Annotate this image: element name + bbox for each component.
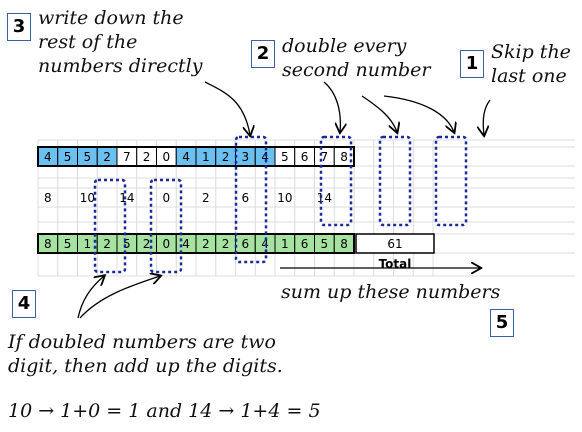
- step-3-text: write down the rest of the numbers direc…: [38, 6, 202, 78]
- arrow-step-3: [204, 81, 250, 135]
- digit-sum-example: 10 → 1+0 = 1 and 14 → 1+4 = 5: [8, 400, 321, 422]
- middle-row-value: 14: [317, 191, 332, 205]
- top-row-value: 5: [281, 150, 289, 164]
- middle-row-value: 14: [119, 191, 134, 205]
- top-row-value: 5: [84, 150, 92, 164]
- dotted-highlight: [434, 135, 468, 227]
- dotted-highlight: [319, 135, 353, 227]
- step-4-line: digit, then add up the digits.: [8, 355, 283, 377]
- step-2-text: double every second number: [282, 34, 431, 82]
- middle-row-value: 8: [44, 191, 52, 205]
- top-row-value: 4: [44, 150, 52, 164]
- top-row-value: 6: [301, 150, 309, 164]
- top-row-value: 3: [242, 150, 250, 164]
- bottom-row-value: 4: [182, 237, 190, 251]
- bottom-row-value: 2: [202, 237, 210, 251]
- step-1-text: Skip the last one: [491, 40, 571, 88]
- top-row-value: 7: [321, 150, 329, 164]
- bottom-row-value: 8: [44, 237, 52, 251]
- bottom-row-value: 8: [340, 237, 348, 251]
- middle-row-value: 10: [277, 191, 292, 205]
- top-row-outline: [37, 146, 355, 167]
- step-3-line: write down the: [38, 7, 184, 29]
- bottom-row-value: 2: [103, 237, 111, 251]
- total-box: [355, 233, 435, 254]
- bottom-row-value: 2: [222, 237, 230, 251]
- arrow-step-4a: [77, 276, 104, 319]
- arrow-step-2a: [323, 81, 340, 132]
- step-2-line: second number: [282, 59, 431, 81]
- bottom-row-value: 2: [143, 237, 151, 251]
- dotted-highlight: [378, 135, 412, 227]
- bottom-row-value: 1: [281, 237, 289, 251]
- top-row-value: 1: [202, 150, 210, 164]
- top-row-value: 7: [123, 150, 131, 164]
- arrow-step-4b: [79, 276, 160, 319]
- bottom-row-outline: [37, 233, 355, 254]
- step-4-text: If doubled numbers are two digit, then a…: [8, 330, 283, 378]
- middle-row-value: 10: [80, 191, 95, 205]
- dotted-highlight: [149, 178, 183, 274]
- top-row-value: 2: [143, 150, 151, 164]
- step-2-line: double every: [282, 35, 407, 57]
- total-value: 61: [387, 237, 402, 251]
- step-3-line: rest of the: [38, 31, 138, 53]
- arrow-step-2b: [361, 95, 397, 132]
- middle-row-value: 0: [163, 191, 171, 205]
- dotted-highlight: [93, 178, 127, 274]
- step-3-line: numbers directly: [38, 55, 203, 77]
- step-4-line: If doubled numbers are two: [8, 331, 276, 353]
- bottom-row-value: 5: [123, 237, 131, 251]
- top-row-value: 8: [340, 150, 348, 164]
- step-5-text: sum up these numbers: [281, 281, 501, 303]
- bottom-row-value: 5: [321, 237, 329, 251]
- arrow-step-2c: [383, 95, 454, 132]
- bottom-row-value: 5: [64, 237, 72, 251]
- middle-row-value: 2: [202, 191, 210, 205]
- step-badge-2: 2: [251, 40, 275, 68]
- top-row-value: 4: [182, 150, 190, 164]
- top-row-value: 4: [261, 150, 269, 164]
- step-1-line: Skip the: [491, 41, 571, 63]
- middle-row-value: 6: [242, 191, 250, 205]
- top-row-value: 2: [103, 150, 111, 164]
- bottom-row-value: 6: [242, 237, 250, 251]
- top-row-value: 0: [163, 150, 171, 164]
- step-badge-1: 1: [460, 50, 484, 78]
- total-label: Total: [379, 257, 412, 271]
- step-badge-3: 3: [7, 13, 31, 41]
- top-row-value: 5: [64, 150, 72, 164]
- step-1-line: last one: [491, 65, 567, 87]
- arrow-step-1: [483, 99, 491, 135]
- bottom-row-value: 1: [84, 237, 92, 251]
- bottom-row-value: 6: [301, 237, 309, 251]
- step-badge-4: 4: [12, 290, 36, 318]
- step-badge-5: 5: [490, 309, 514, 337]
- top-row-value: 2: [222, 150, 230, 164]
- bottom-row-value: 0: [163, 237, 171, 251]
